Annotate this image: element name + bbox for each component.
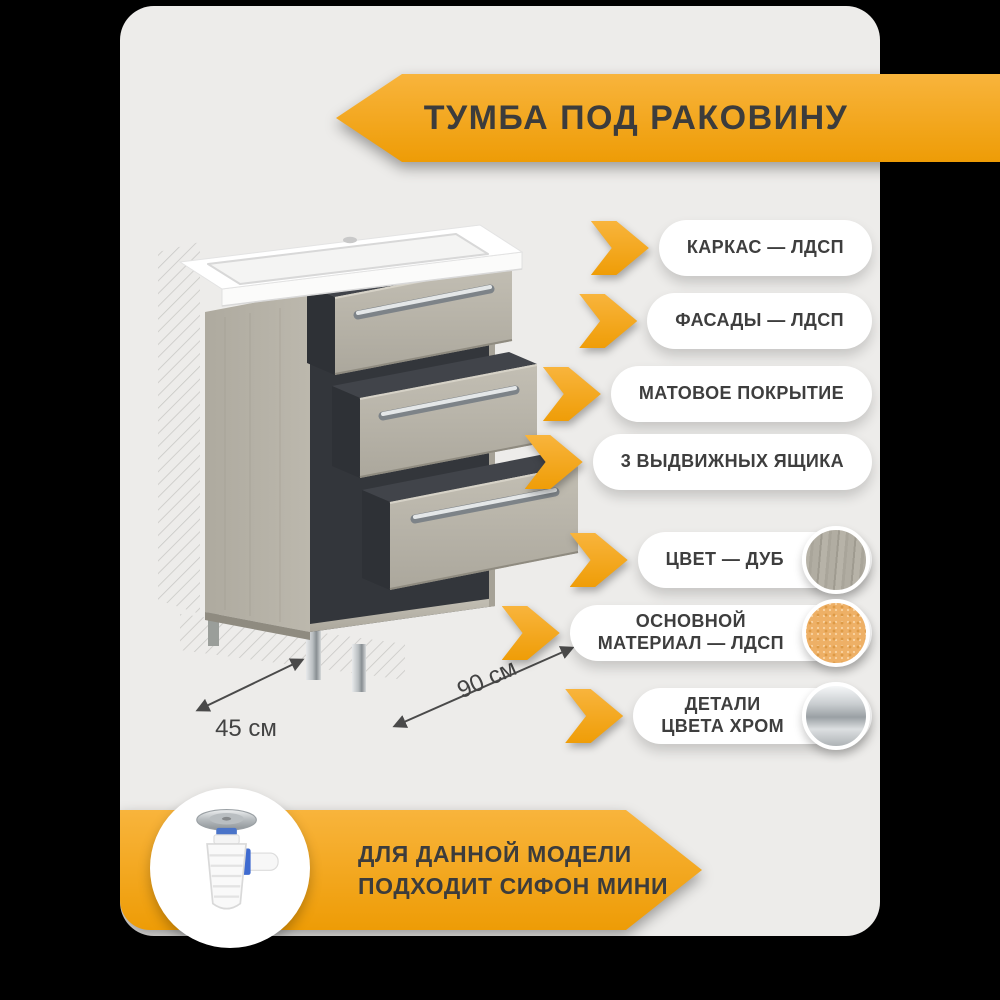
feature-row-matte: МАТОВОЕ ПОКРЫТИЕ [542,366,872,422]
page-title: ТУМБА ПОД РАКОВИНУ [423,98,849,137]
depth-label: 45 см [215,715,277,742]
feature-label: ОСНОВНОЙ МАТЕРИАЛ — ЛДСП [597,611,784,653]
siphon-illustration [196,809,279,910]
feature-row-chrome: ДЕТАЛИ ЦВЕТА ХРОМ [565,682,872,750]
drawer-bottom [362,453,579,590]
sink-top [178,224,524,307]
feature-row-facades: ФАСАДЫ — ЛДСП [579,293,872,349]
chipboard-swatch-icon [802,599,870,667]
drawer-middle [332,352,538,478]
feature-label: ФАСАДЫ — ЛДСП [675,310,844,331]
feature-label: ЦВЕТ — ДУБ [665,549,784,570]
chevron-right-icon [590,221,649,275]
feature-pill: МАТОВОЕ ПОКРЫТИЕ [610,366,872,422]
hatch-shadow-bottom [180,614,405,680]
footer-banner: ДЛЯ ДАННОЙ МОДЕЛИ ПОДХОДИТ СИФОН МИНИ [120,810,702,930]
feature-row-drawers: 3 ВЫДВИЖНЫХ ЯЩИКА [524,434,872,490]
chrome-handle [378,385,520,421]
chevron-right-icon [542,367,601,421]
blue-ring [216,827,237,836]
feature-pill: 3 ВЫДВИЖНЫХ ЯЩИКА [592,434,872,490]
chrome-swatch-icon [802,682,870,750]
feature-pill: ОСНОВНОЙ МАТЕРИАЛ — ЛДСП [569,599,872,667]
chrome-handle [410,487,560,524]
header-banner: ТУМБА ПОД РАКОВИНУ [336,74,1000,162]
footer-banner-ribbon: ДЛЯ ДАННОЙ МОДЕЛИ ПОДХОДИТ СИФОН МИНИ [120,810,702,930]
feature-pill: КАРКАС — ЛДСП [658,220,872,276]
faucet-hole [343,236,357,244]
feature-pill: ЦВЕТ — ДУБ [637,526,872,594]
feature-pill: ФАСАДЫ — ЛДСП [647,293,872,349]
chevron-right-icon [565,689,624,743]
header-banner-ribbon: ТУМБА ПОД РАКОВИНУ [336,74,1000,162]
feature-label: 3 ВЫДВИЖНЫХ ЯЩИКА [620,451,844,472]
chevron-right-icon [569,533,628,587]
chevron-right-icon [524,435,583,489]
feature-label: ДЕТАЛИ ЦВЕТА ХРОМ [661,694,784,736]
dimension-depth: 45 см [195,658,305,742]
feature-label: МАТОВОЕ ПОКРЫТИЕ [638,383,844,404]
feature-pill: ДЕТАЛИ ЦВЕТА ХРОМ [633,682,872,750]
footer-note: ДЛЯ ДАННОЙ МОДЕЛИ ПОДХОДИТ СИФОН МИНИ [358,840,669,899]
cabinet-legs [208,610,366,692]
cabinet-photo: 45 см 90 см [158,224,579,742]
siphon-photo [150,788,310,948]
hatch-shadow-left [158,242,200,614]
feature-row-material: ОСНОВНОЙ МАТЕРИАЛ — ЛДСП [501,599,872,667]
chevron-right-icon [501,606,560,660]
feature-row-color: ЦВЕТ — ДУБ [569,526,872,594]
width-arrow [392,646,575,728]
width-label: 90 см [453,654,521,704]
feature-row-frame: КАРКАС — ЛДСП [590,220,872,276]
feature-label: КАРКАС — ЛДСП [686,237,844,258]
depth-arrow [195,658,305,712]
chevron-right-icon [579,294,638,348]
chrome-handle [353,284,495,320]
oak-swatch-icon [802,526,870,594]
